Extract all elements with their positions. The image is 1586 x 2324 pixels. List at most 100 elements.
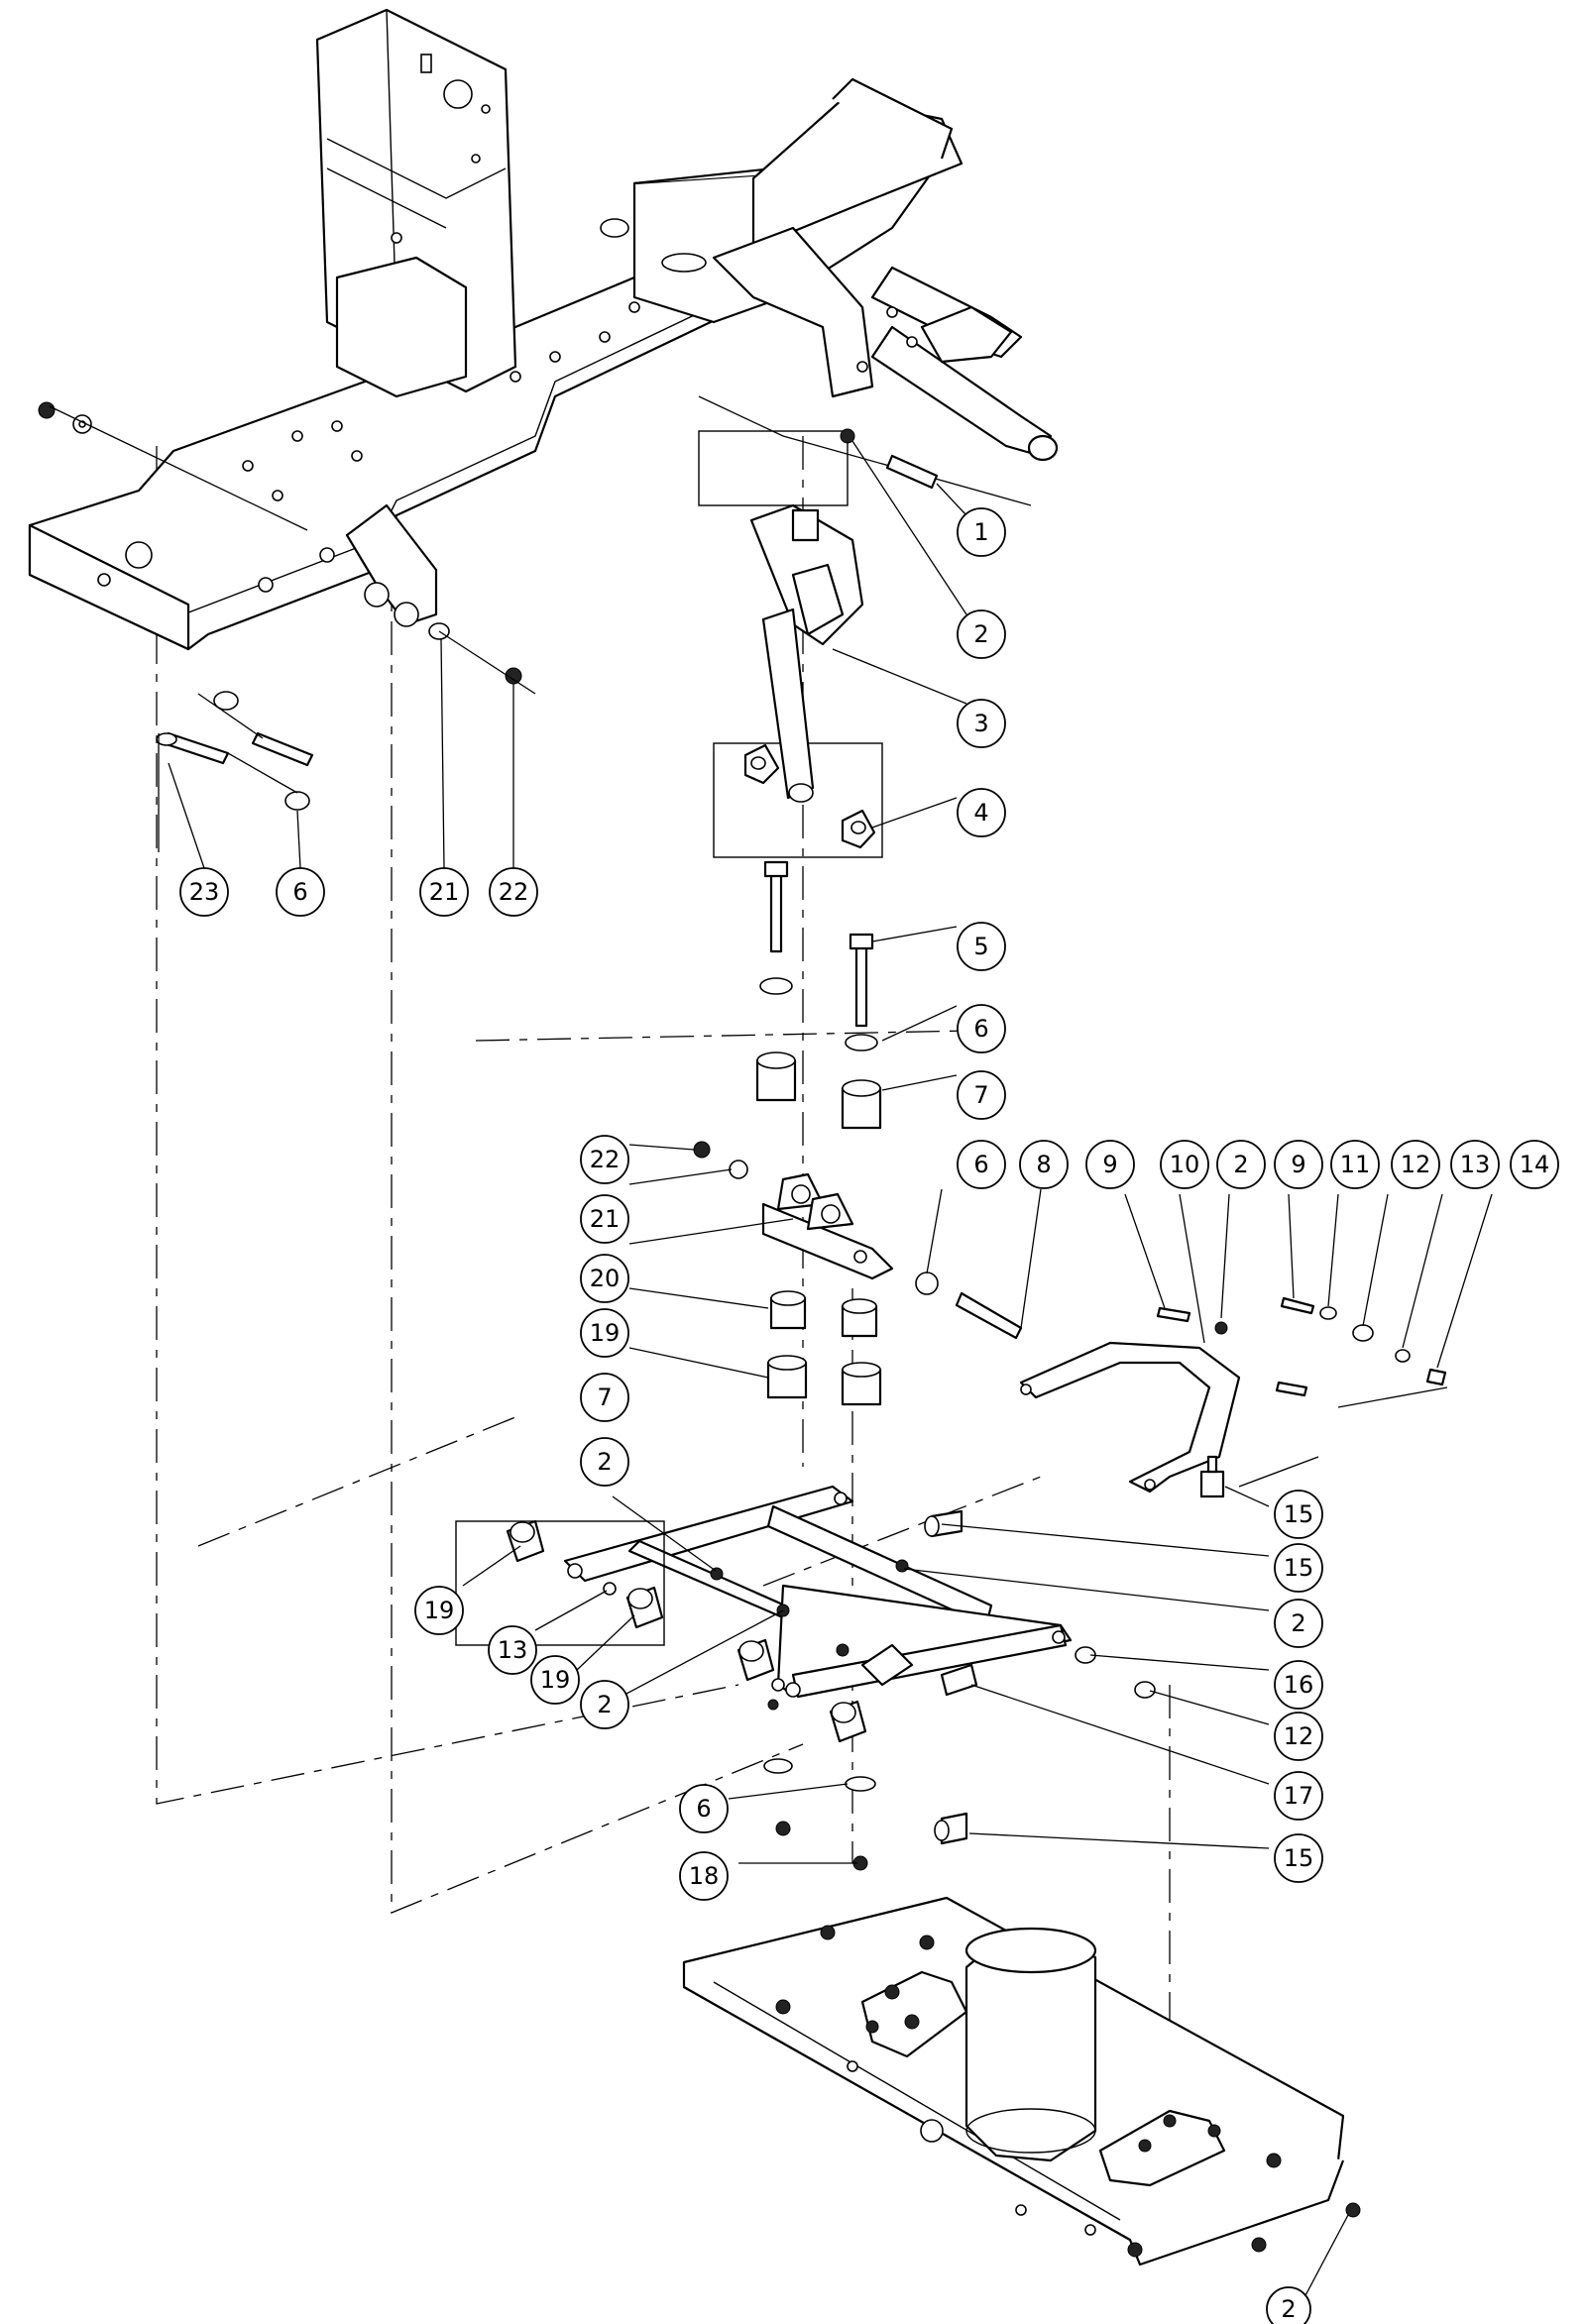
svg-text:13: 13	[498, 1636, 528, 1664]
svg-text:14: 14	[1520, 1151, 1550, 1178]
svg-text:12: 12	[1284, 1722, 1314, 1750]
svg-text:16: 16	[1284, 1671, 1314, 1699]
callout-15c: 15	[1274, 1833, 1323, 1883]
plate-bolts	[775, 1925, 1361, 2258]
callout-2f: 2	[1266, 2286, 1311, 2324]
svg-text:8: 8	[1036, 1151, 1051, 1178]
callout-22b: 22	[489, 867, 538, 917]
svg-text:20: 20	[590, 1265, 621, 1292]
svg-text:13: 13	[1460, 1151, 1491, 1178]
svg-text:2: 2	[973, 620, 988, 648]
callout-2e: 2	[580, 1680, 629, 1729]
callout-12b: 12	[1274, 1712, 1323, 1761]
callout-2b: 2	[1216, 1140, 1266, 1189]
callout-19c: 19	[530, 1655, 580, 1705]
mount-stack	[755, 860, 882, 1130]
actuator-assembly	[698, 395, 1032, 858]
svg-text:22: 22	[499, 878, 529, 906]
svg-text:17: 17	[1284, 1782, 1314, 1810]
callout-1: 1	[957, 507, 1006, 557]
main-frame	[28, 8, 1059, 651]
callout-16: 16	[1274, 1660, 1323, 1710]
svg-text:19: 19	[424, 1597, 455, 1624]
callout-3: 3	[957, 699, 1006, 748]
callout-4: 4	[957, 788, 1006, 837]
u-bracket	[1019, 1296, 1448, 1498]
svg-text:18: 18	[689, 1862, 720, 1890]
callout-2: 2	[957, 609, 1006, 659]
svg-text:12: 12	[1401, 1151, 1431, 1178]
left-callout-leaders	[168, 638, 514, 869]
callout-6b: 6	[957, 1140, 1006, 1189]
svg-text:2: 2	[1291, 1609, 1305, 1637]
svg-text:6: 6	[973, 1015, 988, 1043]
callout-10: 10	[1160, 1140, 1209, 1189]
hitch-bracket	[693, 1141, 1023, 1340]
callout-5: 5	[957, 922, 1006, 971]
svg-text:22: 22	[590, 1146, 621, 1173]
svg-text:19: 19	[540, 1666, 571, 1694]
svg-text:3: 3	[973, 710, 988, 737]
svg-text:9: 9	[1291, 1151, 1305, 1178]
svg-text:6: 6	[696, 1795, 711, 1823]
callout-11: 11	[1330, 1140, 1380, 1189]
svg-text:2: 2	[597, 1691, 612, 1718]
svg-text:15: 15	[1284, 1844, 1314, 1872]
callout-6c: 6	[679, 1784, 729, 1833]
pivot-frame	[455, 1485, 1156, 1845]
svg-text:2: 2	[1233, 1151, 1248, 1178]
callout-15: 15	[1274, 1490, 1323, 1539]
svg-text:7: 7	[973, 1081, 988, 1109]
assembly-lines	[156, 436, 1171, 2101]
top-left-hardware	[38, 401, 536, 695]
callouts: 1 2 3 4 5 6 7 22 21 20 19 7 6 8 9 10 2 9…	[179, 507, 1559, 2324]
svg-text:23: 23	[189, 878, 220, 906]
callout-19b: 19	[414, 1586, 464, 1635]
svg-text:1: 1	[973, 518, 988, 546]
callout-22: 22	[580, 1135, 629, 1184]
callout-leaders	[462, 440, 1493, 2300]
callout-14: 14	[1510, 1140, 1559, 1189]
callout-23: 23	[179, 867, 229, 917]
callout-18: 18	[679, 1851, 729, 1901]
callout-20: 20	[580, 1254, 629, 1303]
svg-text:6: 6	[973, 1151, 988, 1178]
svg-text:4: 4	[973, 799, 988, 827]
callout-17: 17	[1274, 1771, 1323, 1821]
callout-13: 13	[1450, 1140, 1500, 1189]
callout-8: 8	[1019, 1140, 1069, 1189]
callout-2c: 2	[1274, 1599, 1323, 1648]
svg-text:21: 21	[429, 878, 460, 906]
middle-bushings	[766, 1290, 882, 1406]
callout-6: 6	[957, 1004, 1006, 1053]
deck-holes	[242, 281, 700, 501]
callout-21b: 21	[419, 867, 469, 917]
svg-text:9: 9	[1102, 1151, 1117, 1178]
callout-9b: 9	[1274, 1140, 1323, 1189]
base-plate	[682, 1896, 1361, 2267]
callout-15b: 15	[1274, 1543, 1323, 1593]
svg-text:19: 19	[590, 1319, 621, 1347]
svg-text:11: 11	[1340, 1151, 1371, 1178]
callout-21: 21	[580, 1194, 629, 1244]
svg-text:2: 2	[1281, 2295, 1296, 2323]
callout-12: 12	[1391, 1140, 1440, 1189]
callout-6d: 6	[276, 867, 325, 917]
callout-19: 19	[580, 1308, 629, 1358]
svg-text:21: 21	[590, 1205, 621, 1233]
callout-7: 7	[957, 1070, 1006, 1120]
svg-text:6: 6	[292, 878, 307, 906]
left-pin-group	[156, 691, 314, 852]
svg-text:15: 15	[1284, 1554, 1314, 1582]
callout-2d: 2	[580, 1437, 629, 1487]
svg-text:5: 5	[973, 933, 988, 960]
svg-text:2: 2	[597, 1448, 612, 1476]
callout-7b: 7	[580, 1373, 629, 1422]
callout-9: 9	[1085, 1140, 1135, 1189]
svg-text:7: 7	[597, 1383, 612, 1411]
svg-text:10: 10	[1170, 1151, 1200, 1178]
lower-hardware	[763, 1758, 876, 1871]
callout-13b: 13	[488, 1625, 537, 1675]
svg-text:15: 15	[1284, 1500, 1314, 1528]
